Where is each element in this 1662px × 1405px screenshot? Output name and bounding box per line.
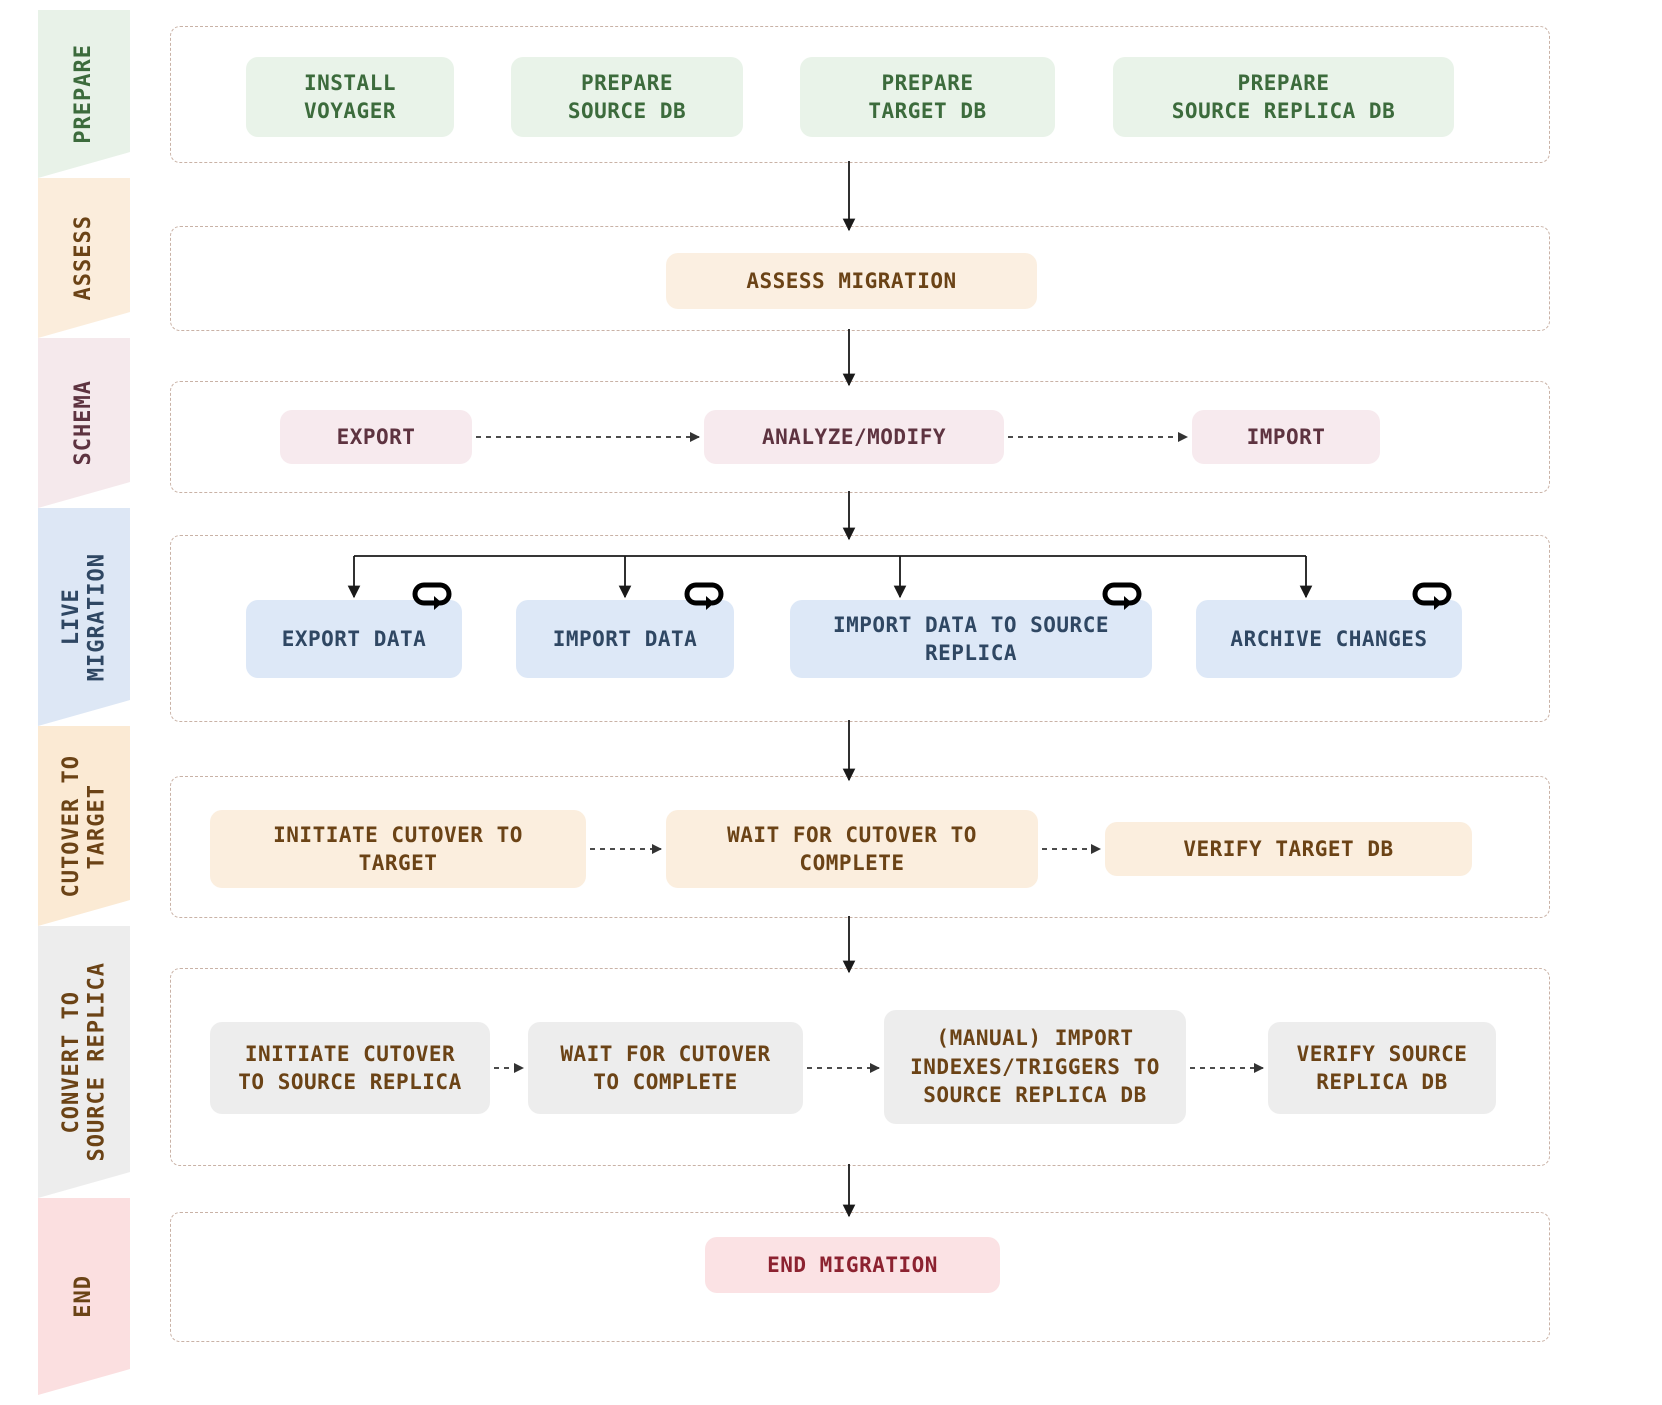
loop-repeat-icon [412, 582, 452, 610]
swimlane-label-prepare: PREPARE [71, 44, 97, 144]
swimlane-label-cutover: CUTOVER TO TARGET [58, 754, 109, 898]
node-verify-source-replica-db[interactable]: VERIFY SOURCE REPLICA DB [1268, 1022, 1496, 1114]
swimlane-label-live: LIVE MIGRATION [58, 552, 109, 682]
node-label-prepare-target-db: PREPARE TARGET DB [868, 70, 987, 123]
swimlane-label-assess: ASSESS [71, 215, 97, 301]
node-label-initiate-cutover-to-target: INITIATE CUTOVER TO TARGET [273, 822, 523, 875]
node-import-data-to-source-replica[interactable]: IMPORT DATA TO SOURCE REPLICA [790, 600, 1152, 678]
loop-repeat-icon [1102, 582, 1142, 610]
node-schema-import[interactable]: IMPORT [1192, 410, 1380, 464]
node-initiate-cutover-to-source-replica[interactable]: INITIATE CUTOVER TO SOURCE REPLICA [210, 1022, 490, 1114]
node-prepare-source-db[interactable]: PREPARE SOURCE DB [511, 57, 743, 137]
node-label-export-data: EXPORT DATA [281, 626, 427, 651]
swimlane-cutover: CUTOVER TO TARGET [38, 726, 130, 926]
swimlane-prepare: PREPARE [38, 10, 130, 178]
node-label-schema-analyze-modify: ANALYZE/MODIFY [761, 424, 946, 449]
loop-repeat-icon [1412, 582, 1452, 610]
node-assess-migration[interactable]: ASSESS MIGRATION [666, 253, 1037, 309]
swimlane-label-convert: CONVERT TO SOURCE REPLICA [58, 962, 109, 1162]
node-label-prepare-source-replica-db: PREPARE SOURCE REPLICA DB [1171, 70, 1396, 123]
node-label-archive-changes: ARCHIVE CHANGES [1230, 626, 1428, 651]
node-export-data[interactable]: EXPORT DATA [246, 600, 462, 678]
node-label-wait-for-cutover-to-complete-replica: WAIT FOR CUTOVER TO COMPLETE [560, 1041, 771, 1094]
node-prepare-source-replica-db[interactable]: PREPARE SOURCE REPLICA DB [1113, 57, 1454, 137]
node-import-data[interactable]: IMPORT DATA [516, 600, 734, 678]
node-end-migration[interactable]: END MIGRATION [705, 1237, 1000, 1293]
node-install-voyager[interactable]: INSTALL VOYAGER [246, 57, 454, 137]
node-label-initiate-cutover-to-source-replica: INITIATE CUTOVER TO SOURCE REPLICA [238, 1041, 462, 1094]
node-label-import-data-to-source-replica: IMPORT DATA TO SOURCE REPLICA [832, 612, 1109, 665]
swimlane-assess: ASSESS [38, 178, 130, 338]
node-label-prepare-source-db: PREPARE SOURCE DB [567, 70, 687, 123]
node-initiate-cutover-to-target[interactable]: INITIATE CUTOVER TO TARGET [210, 810, 586, 888]
swimlane-live: LIVE MIGRATION [38, 508, 130, 726]
node-label-wait-for-cutover-to-complete-target: WAIT FOR CUTOVER TO COMPLETE [727, 822, 977, 875]
node-label-install-voyager: INSTALL VOYAGER [303, 70, 396, 123]
node-schema-export[interactable]: EXPORT [280, 410, 472, 464]
swimlane-label-column: PREPARE ASSESS SCHEMA LIVE MIGRATION CUTOVER… [38, 0, 130, 1405]
node-label-assess-migration: ASSESS MIGRATION [746, 268, 957, 293]
swimlane-label-end: END [71, 1275, 97, 1318]
swimlane-label-schema: SCHEMA [71, 380, 97, 466]
swimlane-convert: CONVERT TO SOURCE REPLICA [38, 926, 130, 1198]
node-label-verify-target-db: VERIFY TARGET DB [1183, 836, 1394, 861]
node-manual-import-indexes-triggers[interactable]: (MANUAL) IMPORT INDEXES/TRIGGERS TO SOUR… [884, 1010, 1186, 1124]
node-wait-for-cutover-to-complete-replica[interactable]: WAIT FOR CUTOVER TO COMPLETE [528, 1022, 803, 1114]
node-label-verify-source-replica-db: VERIFY SOURCE REPLICA DB [1296, 1041, 1468, 1094]
node-wait-for-cutover-to-complete-target[interactable]: WAIT FOR CUTOVER TO COMPLETE [666, 810, 1038, 888]
swimlane-schema: SCHEMA [38, 338, 130, 508]
node-label-import-data: IMPORT DATA [552, 626, 698, 651]
node-label-schema-export: EXPORT [336, 424, 416, 449]
node-label-end-migration: END MIGRATION [767, 1252, 938, 1277]
node-archive-changes[interactable]: ARCHIVE CHANGES [1196, 600, 1462, 678]
node-verify-target-db[interactable]: VERIFY TARGET DB [1105, 822, 1472, 876]
node-prepare-target-db[interactable]: PREPARE TARGET DB [800, 57, 1055, 137]
node-label-schema-import: IMPORT [1246, 424, 1326, 449]
node-label-manual-import-indexes-triggers: (MANUAL) IMPORT INDEXES/TRIGGERS TO SOUR… [910, 1026, 1160, 1108]
loop-repeat-icon [684, 582, 724, 610]
swimlane-end: END [38, 1198, 130, 1395]
node-schema-analyze-modify[interactable]: ANALYZE/MODIFY [704, 410, 1004, 464]
